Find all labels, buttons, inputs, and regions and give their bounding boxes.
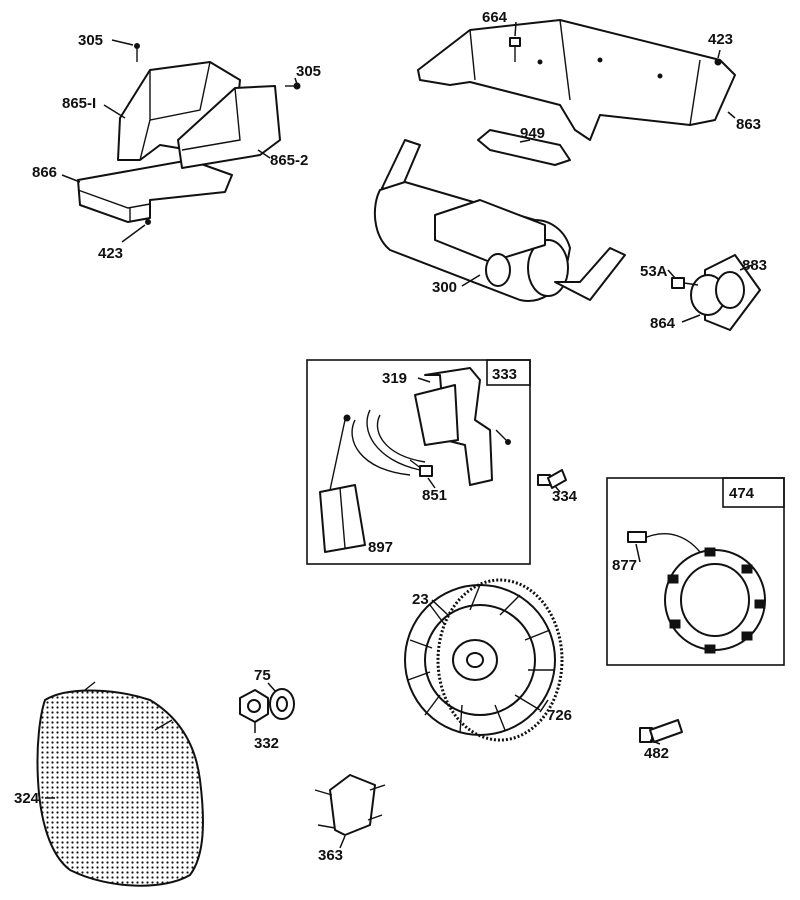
label-75: 75 <box>254 667 271 684</box>
ignition-module-897 <box>319 414 366 553</box>
ring-gear-726 <box>436 578 564 742</box>
label-305b: 305 <box>296 63 321 80</box>
muffler-bracket-863 <box>417 19 736 141</box>
label-332: 332 <box>254 735 279 752</box>
label-865-2: 865-2 <box>270 152 308 169</box>
label-726: 726 <box>547 707 572 724</box>
label-334: 334 <box>552 488 578 505</box>
exhaust-flange-864 <box>690 271 745 316</box>
kit-box-333-tag <box>486 359 531 386</box>
part-labels: 305 305 865-I 865-2 866 423 664 423 863 … <box>14 9 767 864</box>
label-877: 877 <box>612 557 637 574</box>
label-305a: 305 <box>78 32 103 49</box>
armature-319 <box>351 367 493 486</box>
kit-box-333 <box>306 359 531 565</box>
label-897: 897 <box>368 539 393 556</box>
screw-305a <box>134 43 140 62</box>
label-864: 864 <box>650 315 676 332</box>
label-319: 319 <box>382 370 407 387</box>
leader-lines <box>45 21 753 849</box>
screw-664 <box>509 37 521 62</box>
label-851: 851 <box>422 487 447 504</box>
label-482: 482 <box>644 745 669 762</box>
screw-in-box <box>495 429 511 445</box>
label-664: 664 <box>482 9 508 26</box>
label-865-1: 865-I <box>62 95 96 112</box>
label-23: 23 <box>412 591 429 608</box>
label-474: 474 <box>729 485 755 502</box>
label-883: 883 <box>742 257 767 274</box>
label-423a: 423 <box>98 245 123 262</box>
alternator-877 <box>627 531 766 654</box>
screw-305b <box>285 82 301 90</box>
flywheel-23 <box>404 584 556 736</box>
screw-423b <box>714 58 722 66</box>
nut-332 <box>239 689 269 723</box>
label-324: 324 <box>14 790 40 807</box>
muffler-300 <box>373 139 626 302</box>
rotating-screen-324 <box>36 681 204 887</box>
bolt-482 <box>639 719 683 743</box>
wire-851 <box>409 459 433 477</box>
stud-block-363 <box>314 774 386 836</box>
air-guide-865-2 <box>177 85 281 169</box>
label-863: 863 <box>736 116 761 133</box>
screw-334 <box>537 469 567 489</box>
washer-75 <box>269 688 295 720</box>
screw-53a <box>671 277 699 289</box>
label-333: 333 <box>492 366 517 383</box>
kit-box-474-tag <box>722 477 785 508</box>
label-423b: 423 <box>708 31 733 48</box>
label-363: 363 <box>318 847 343 864</box>
kit-box-474 <box>606 477 785 666</box>
label-866: 866 <box>32 164 57 181</box>
label-949: 949 <box>520 125 545 142</box>
label-300: 300 <box>432 279 457 296</box>
label-53a: 53A <box>640 263 668 280</box>
blower-housing-base-866 <box>77 159 233 223</box>
screw-423a <box>145 219 151 225</box>
bracket-949 <box>477 129 571 166</box>
